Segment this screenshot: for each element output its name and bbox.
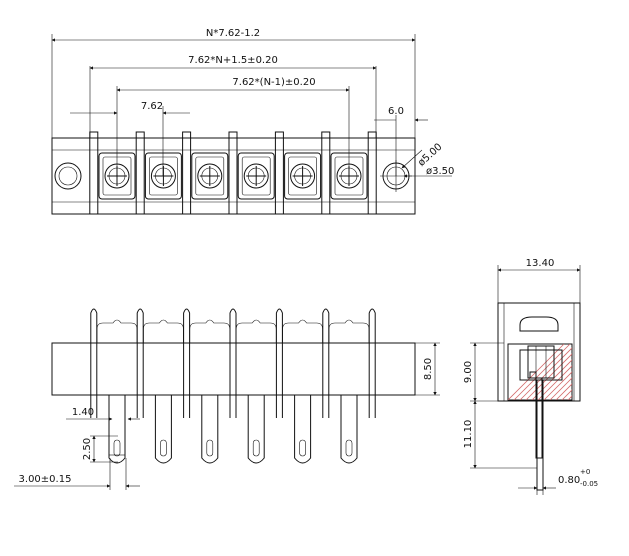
front-barrier-7 [368,308,376,418]
hatch-line-5 [531,359,572,400]
front-pin-slot-5 [299,439,306,457]
front-pin-body [108,394,126,456]
front-cell-top-3 [189,319,231,343]
side-pin [529,371,543,459]
dim-pitch: 7.62 [141,101,163,112]
front-pin-2 [154,395,172,464]
dim-body-height: 8.50 [423,358,434,380]
hatch-line-15 [592,344,629,400]
screw-4 [243,163,269,189]
screw-3 [197,163,223,189]
top-cell-4 [237,152,275,200]
top-barrier-7 [367,131,377,215]
dim-pin-side-tol-lower: -0.05 [580,480,598,488]
hatch-line-9 [555,383,572,400]
dim-pin-width: 3.00±0.15 [19,474,72,485]
hatch-line-16 [598,344,629,400]
front-barrier-4 [229,308,237,418]
front-pin-slot-6 [345,439,353,457]
dim-overall-length: N*7.62-1.2 [206,28,260,39]
top-barrier-1 [89,131,99,215]
front-pin-1 [108,395,126,464]
hatch-line-8 [549,377,572,400]
top-barrier-4 [228,131,238,215]
hatch-line-10 [561,389,572,400]
hatch-line-3 [519,347,572,400]
side-view-body [497,302,581,402]
hatch-line-14 [586,344,629,400]
hatch-line-12 [574,344,629,400]
hatch-line-20 [622,344,629,400]
dim-hole-inner: ø3.50 [426,166,454,177]
front-barrier-3 [183,308,191,418]
front-pin-slot-1 [113,439,121,457]
front-barrier-2 [136,308,144,418]
dim-base-length: 7.62*N+1.5±0.20 [188,55,278,66]
front-cell-top-5 [282,319,323,343]
dim-end-offset: 6.0 [388,106,404,117]
dim-pitch-span: 7.62*(N-1)±0.20 [232,77,315,88]
front-pin-slot-2 [160,439,167,457]
top-barrier-6 [321,131,331,215]
dim-pin-side: 0.80 [558,475,580,486]
top-cell-3 [191,152,229,200]
dim-width: 13.40 [526,258,555,269]
top-barrier-2 [135,131,145,215]
front-pin-6 [340,395,358,464]
hatch-line-6 [537,365,572,400]
front-barrier-1 [90,308,98,418]
front-pin-4 [247,395,265,464]
dim-pin-slot: 2.50 [82,438,93,460]
front-barrier-6 [322,308,330,418]
front-cell-top-4 [235,319,277,343]
hatch-line-13 [580,344,629,400]
hatch-line-17 [604,344,629,400]
front-view-body [51,342,416,396]
dim-pin-thickness: 1.40 [72,407,94,418]
front-pin-3 [201,395,219,464]
mount-hole-left [54,162,82,190]
front-pin-slot-4 [252,439,260,457]
hatch-line-19 [616,344,629,400]
hatch-line-7 [543,371,572,400]
dim-pin-length: 11.10 [463,420,474,449]
top-barrier-3 [182,131,192,215]
front-cell-top-2 [143,319,184,343]
dim-top-height: 9.00 [463,361,474,383]
front-barrier-5 [275,308,283,418]
hatch-line-18 [610,344,629,400]
dim-pin-side-tol-upper: +0 [580,468,590,476]
screw-5 [290,163,316,189]
hatch-line-2 [513,344,571,400]
side-view: 13.40 9.00 11.10 0.80 +0 -0.05 [463,258,629,495]
top-cell-2 [144,152,182,200]
dim-hole-outer: ø5.00 [416,142,444,169]
front-pin-slot-3 [206,439,214,457]
front-cell-top-6 [328,319,370,343]
front-pin-5 [294,395,312,464]
screw-2 [150,163,176,189]
top-cell-5 [284,152,322,200]
top-view: N*7.62-1.2 7.62*N+1.5±0.20 7.62*(N-1)±0.… [51,28,454,215]
side-screw-head [519,316,559,332]
front-cell-top-1 [96,319,138,343]
top-barrier-5 [274,131,284,215]
front-view: 8.50 1.40 2.50 3.00±0.15 [14,308,440,490]
hatch-line-11 [567,395,572,400]
